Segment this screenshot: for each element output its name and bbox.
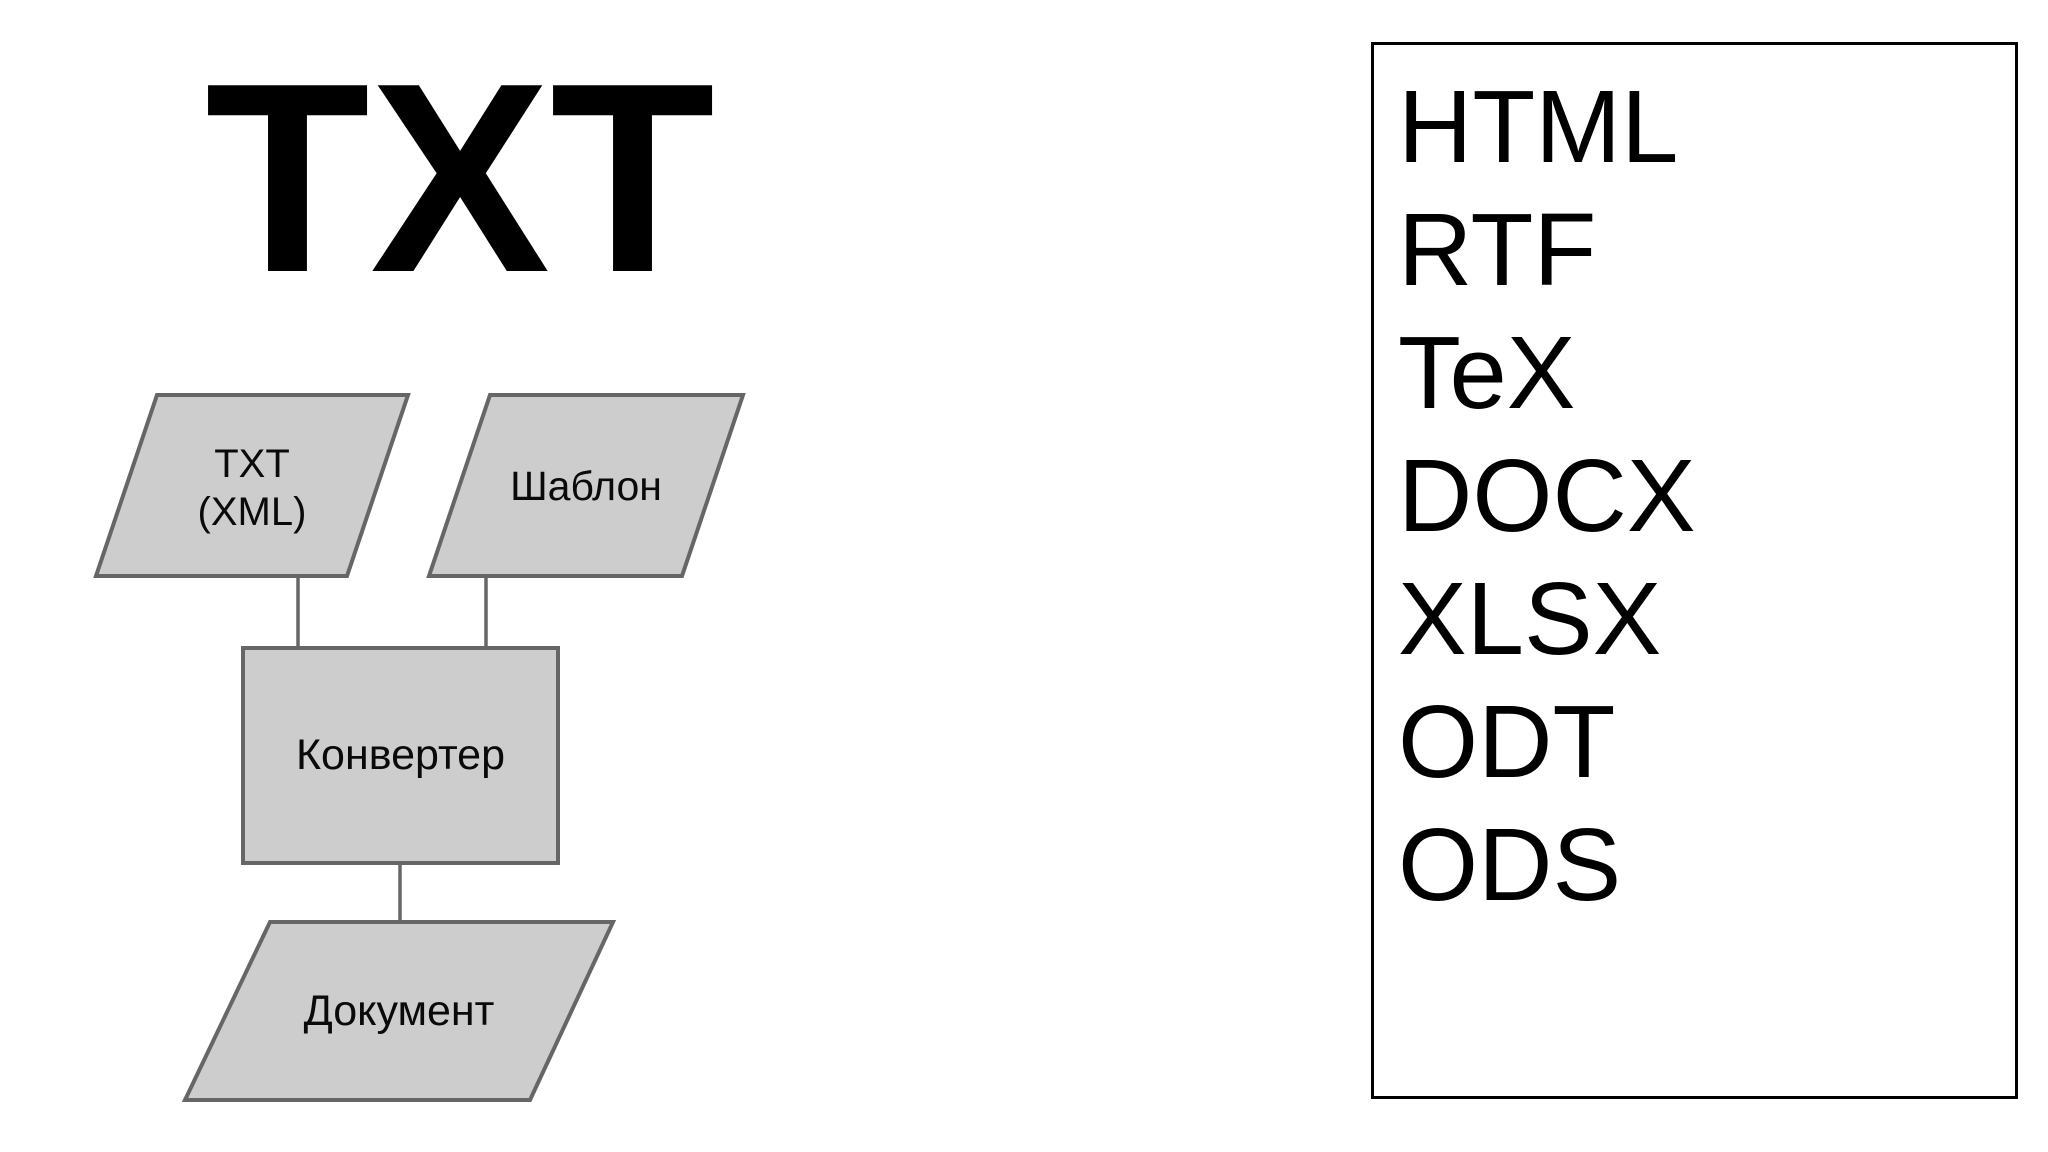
format-item-docx: DOCX: [1398, 438, 1696, 553]
format-item-rtf: RTF: [1398, 192, 1597, 307]
format-item-tex: TeX: [1398, 315, 1576, 430]
converter-node-label: Конвертер: [296, 731, 505, 779]
converter-rectangle: [241, 646, 560, 865]
diagram-title: TXT: [205, 28, 715, 329]
template-parallelogram: [426, 393, 746, 578]
input-parallelogram: [93, 393, 411, 578]
document-parallelogram: [181, 920, 617, 1102]
template-node-label: Шаблон: [510, 462, 662, 509]
formats-panel: HTML RTF TeX DOCX XLSX ODT ODS: [1371, 42, 2018, 1099]
format-item-xlsx: XLSX: [1398, 561, 1662, 676]
format-item-ods: ODS: [1398, 807, 1622, 922]
format-item-html: HTML: [1398, 69, 1679, 184]
format-item-odt: ODT: [1398, 684, 1616, 799]
document-node-label: Документ: [303, 986, 495, 1035]
input-node-label: TXT (XML): [197, 441, 307, 534]
